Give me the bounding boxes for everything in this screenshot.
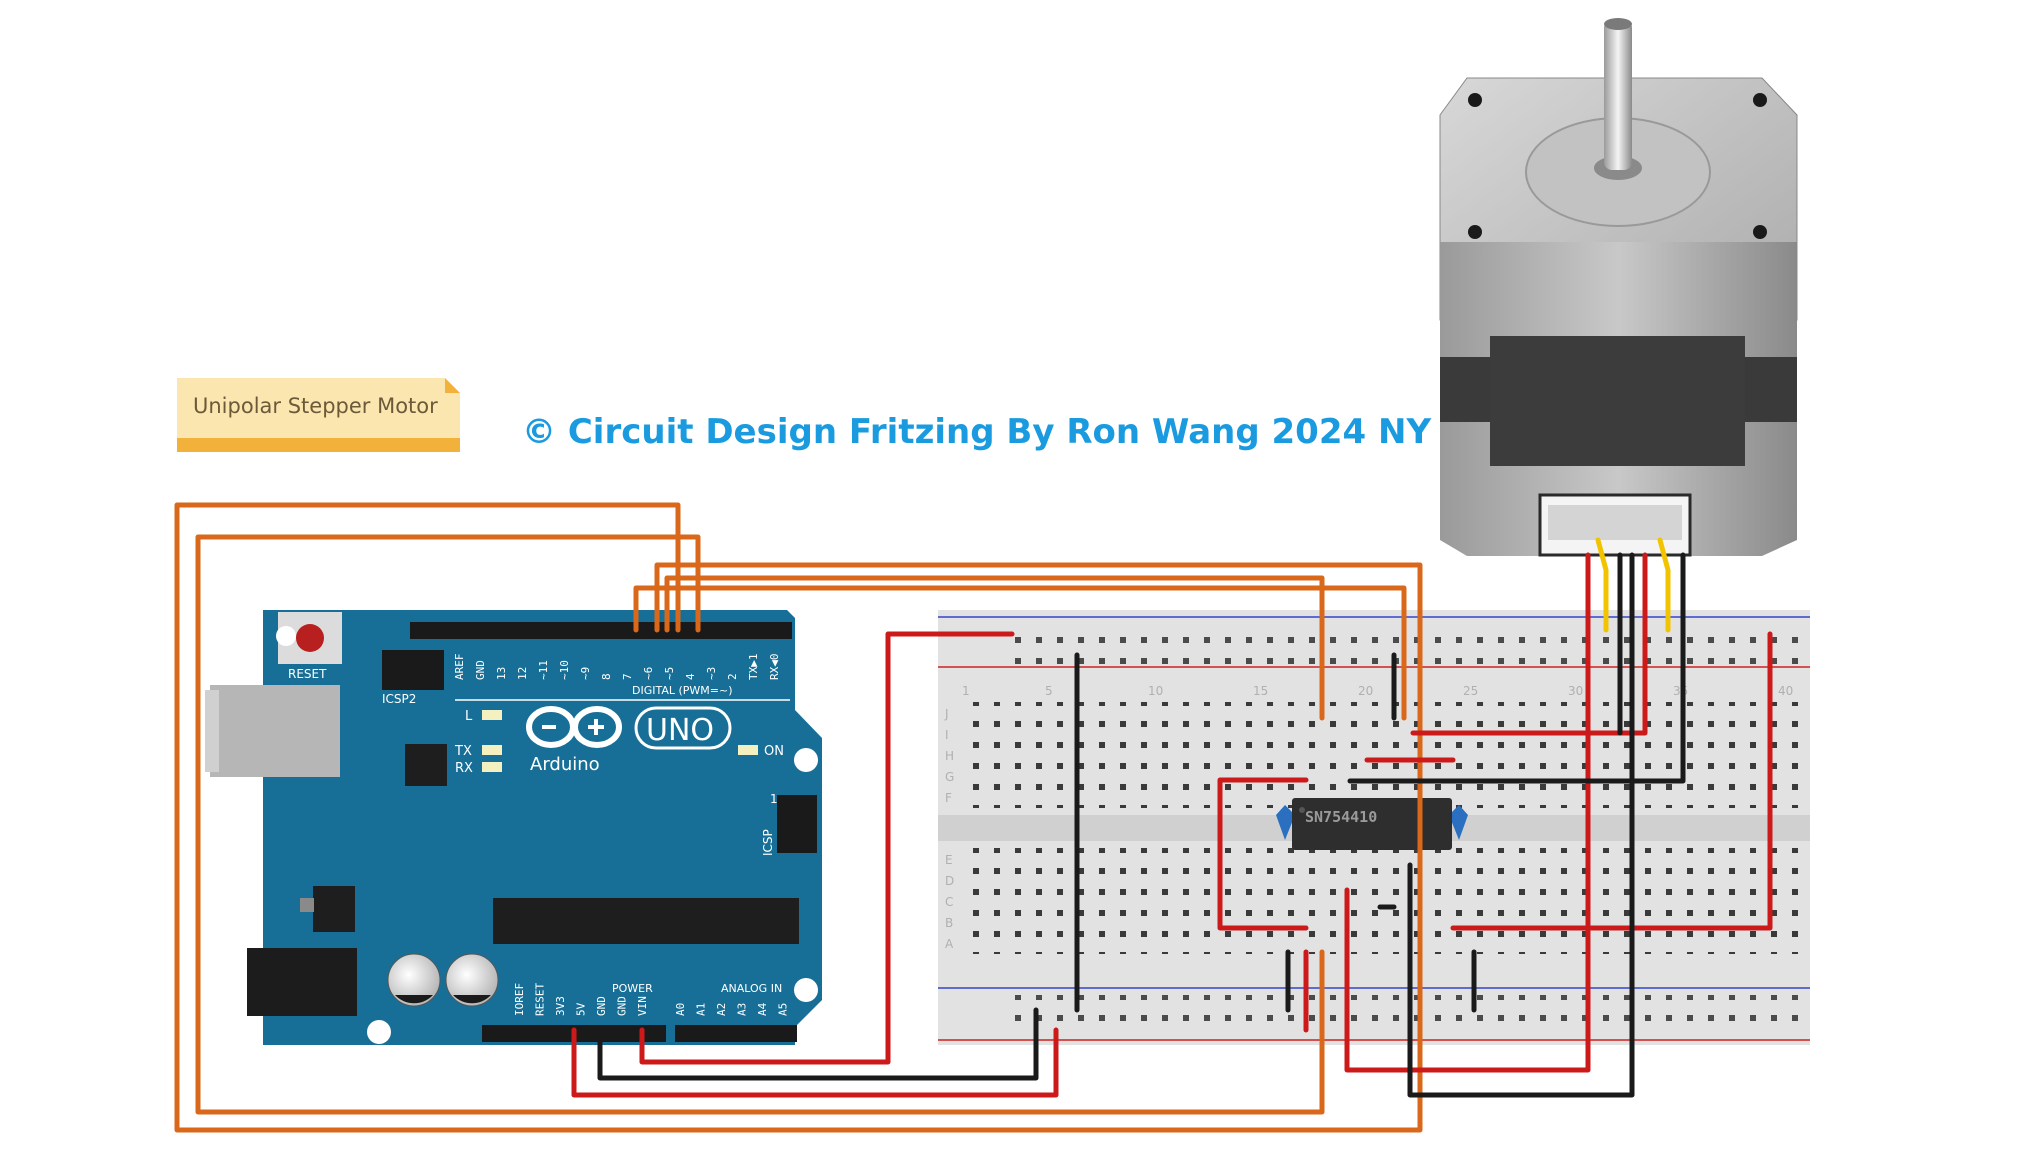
digital-pin-label-8: 7 — [621, 673, 634, 680]
breadboard-row-letters-top: J I H G F — [944, 707, 954, 805]
wire-red-3 — [1410, 552, 1648, 736]
digital-pin-label-10: ~5 — [663, 667, 676, 680]
wire-yellow-1 — [1595, 537, 1609, 633]
stepper-motor — [1439, 18, 1798, 557]
digital-header — [410, 622, 792, 639]
svg-text:H: H — [945, 749, 954, 763]
board-model: UNO — [646, 713, 714, 748]
wire-red-1 — [639, 631, 1015, 1065]
power-pin-label-6: VIN — [636, 996, 649, 1016]
arduino-logo — [526, 706, 732, 750]
digital-pin-label-15: RX◀0 — [768, 654, 781, 681]
analog-pin-label-3: A3 — [736, 1003, 749, 1016]
power-pin-label-3: 5V — [575, 1002, 588, 1016]
analog-pin-label-5: A5 — [777, 1003, 790, 1016]
svg-text:15: 15 — [1253, 684, 1268, 698]
icsp-pin1-label: 1 — [770, 792, 778, 806]
svg-text:1: 1 — [962, 684, 970, 698]
led-l-label: L — [465, 709, 473, 724]
led-rx-label: RX — [455, 761, 473, 776]
svg-text:C: C — [945, 895, 953, 909]
note-label: Unipolar Stepper Motor — [193, 394, 438, 418]
wire-black-2 — [597, 1007, 1039, 1081]
analog-label: ANALOG IN — [721, 982, 782, 995]
power-pin-label-1: RESET — [534, 983, 547, 1016]
digital-pin-label-5: ~10 — [558, 660, 571, 680]
power-pin-label-4: GND — [595, 996, 608, 1016]
analog-pin-labels: A0 A1 A2 A3 A4 A5 — [674, 1002, 790, 1016]
wire-red-2 — [571, 1027, 1059, 1098]
digital-pin-label-4: ~11 — [537, 660, 550, 680]
digital-pin-label-0: AREF — [453, 654, 466, 681]
digital-pin-label-11: 4 — [684, 673, 697, 680]
svg-text:J: J — [944, 707, 949, 721]
wire-orange-2 — [195, 534, 1325, 1115]
icsp-label: ICSP — [761, 829, 775, 856]
digital-pin-label-14: TX▶1 — [747, 654, 760, 681]
svg-text:G: G — [945, 770, 954, 784]
led-tx-label: TX — [454, 744, 472, 759]
svg-text:20: 20 — [1358, 684, 1373, 698]
wire-red-6 — [1344, 552, 1591, 1073]
icsp2-label: ICSP2 — [382, 692, 416, 706]
note: Unipolar Stepper Motor — [177, 378, 460, 452]
power-pin-labels: IOREF RESET 3V3 5V GND GND VIN — [513, 983, 649, 1016]
digital-pin-labels: AREF GND 13 12 ~11 ~10 ~9 8 7 ~6 ~5 4 ~3 2 TX▶1 RX◀0 — [453, 654, 781, 681]
driver-chip: SN754410 — [1276, 798, 1468, 850]
arduino-uno: RESET ICSP2 DIGITAL (PWM=~) L TX RX ON U… — [205, 610, 822, 1045]
analog-pin-label-0: A0 — [674, 1003, 687, 1016]
wire-yellow-2 — [1657, 537, 1671, 633]
breadboard-column-numbers: 1 5 10 15 20 25 30 35 40 — [962, 684, 1793, 698]
chip-label: SN754410 — [1305, 808, 1377, 826]
digital-pin-label-12: ~3 — [705, 667, 718, 680]
wire-black-6 — [1407, 552, 1635, 1098]
dc-jack — [247, 948, 357, 1016]
led-on-label: ON — [764, 744, 784, 759]
wire-orange-4 — [633, 585, 1423, 955]
analog-pin-label-1: A1 — [695, 1003, 708, 1016]
digital-pin-label-7: 8 — [600, 673, 613, 680]
digital-pin-label-2: 13 — [495, 667, 508, 680]
copyright-text: © Circuit Design Fritzing By Ron Wang 20… — [522, 412, 1431, 452]
digital-pin-label-3: 12 — [516, 667, 529, 680]
power-label: POWER — [612, 982, 653, 995]
analog-pin-label-4: A4 — [756, 1002, 769, 1016]
digital-header-label: DIGITAL (PWM=~) — [632, 684, 733, 697]
wire-black-5 — [1347, 552, 1686, 784]
svg-text:30: 30 — [1568, 684, 1583, 698]
power-pin-label-2: 3V3 — [554, 996, 567, 1016]
svg-text:E: E — [945, 853, 953, 867]
svg-text:5: 5 — [1045, 684, 1053, 698]
digital-pin-label-6: ~9 — [579, 667, 592, 680]
digital-pin-label-13: 2 — [726, 673, 739, 680]
board-brand: Arduino — [530, 754, 600, 775]
reset-label: RESET — [288, 667, 327, 681]
digital-pin-label-1: GND — [474, 660, 487, 680]
svg-text:F: F — [945, 791, 952, 805]
power-pin-label-0: IOREF — [513, 983, 526, 1016]
svg-text:D: D — [945, 874, 954, 888]
svg-text:40: 40 — [1778, 684, 1793, 698]
microcontroller-chip — [493, 898, 799, 944]
wire-orange-3 — [664, 575, 1325, 721]
wire-red-4 — [1217, 777, 1309, 931]
usb-port — [210, 685, 340, 777]
breadboard-row-letters-bottom: E D C B A — [945, 853, 954, 951]
svg-text:10: 10 — [1148, 684, 1163, 698]
analog-pin-label-2: A2 — [715, 1003, 728, 1016]
svg-text:A: A — [945, 937, 954, 951]
svg-text:25: 25 — [1463, 684, 1478, 698]
power-pin-label-5: GND — [616, 996, 629, 1016]
wire-orange-1 — [174, 502, 1423, 1133]
svg-text:B: B — [945, 916, 953, 930]
digital-pin-label-9: ~6 — [642, 667, 655, 680]
wire-red-5 — [1450, 631, 1773, 931]
wires — [174, 502, 1773, 1133]
svg-text:I: I — [945, 728, 949, 742]
